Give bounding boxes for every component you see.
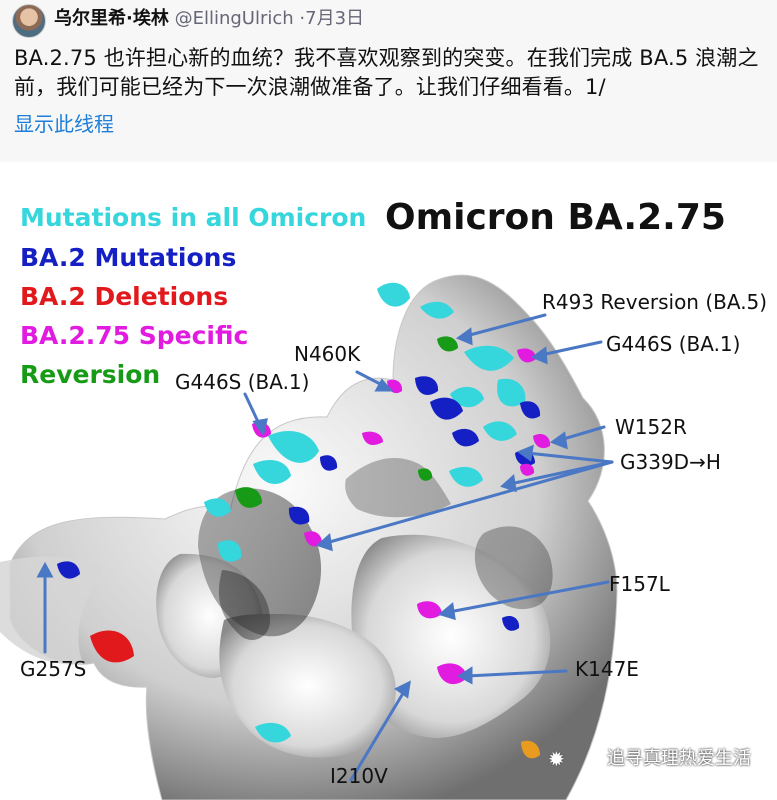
tweet-header: 乌尔里希·埃林 @EllingUlrich ·7月3日 BA.2.75 也许担心…	[0, 0, 777, 163]
spike-surface-render	[0, 274, 618, 800]
author-name[interactable]: 乌尔里希·埃林	[54, 8, 169, 29]
avatar[interactable]	[12, 4, 46, 38]
wechat-icon: ✹	[548, 747, 565, 771]
mutation-patches	[57, 282, 551, 759]
label-g257s: G257S	[20, 657, 87, 681]
label-i210v: I210V	[330, 764, 388, 788]
author-handle[interactable]: @EllingUlrich	[174, 8, 294, 29]
label-w152r: W152R	[615, 415, 687, 439]
legend-ba2-mutations: BA.2 Mutations	[20, 243, 237, 272]
label-g339d: G339D→H	[620, 450, 721, 474]
watermark-text: 追寻真理热爱生活	[607, 748, 751, 769]
label-arrows	[36, 313, 614, 782]
author-line: 乌尔里希·埃林 @EllingUlrich ·7月3日	[54, 8, 364, 30]
legend-all-omicron: Mutations in all Omicron	[20, 203, 367, 232]
label-r493: R493 Reversion (BA.5)	[542, 290, 768, 314]
legend-ba275-specific: BA.2.75 Specific	[20, 321, 249, 350]
tweet-text: BA.2.75 也许担心新的血统？我不喜欢观察到的突变。在我们完成 BA.5 浪…	[14, 46, 759, 99]
figure-title: Omicron BA.2.75	[385, 197, 726, 238]
label-f157l: F157L	[609, 572, 670, 596]
label-g446s-right: G446S (BA.1)	[606, 332, 741, 356]
label-g446s-left: G446S (BA.1)	[175, 370, 310, 394]
legend-reversion: Reversion	[20, 360, 161, 389]
legend-ba2-deletions: BA.2 Deletions	[20, 282, 229, 311]
show-thread-link[interactable]: 显示此线程	[14, 112, 114, 136]
tweet-date[interactable]: ·7月3日	[299, 8, 365, 29]
label-n460k: N460K	[294, 342, 361, 366]
protein-figure: Mutations in all Omicron BA.2 Mutations …	[0, 162, 777, 800]
label-k147e: K147E	[575, 657, 639, 681]
